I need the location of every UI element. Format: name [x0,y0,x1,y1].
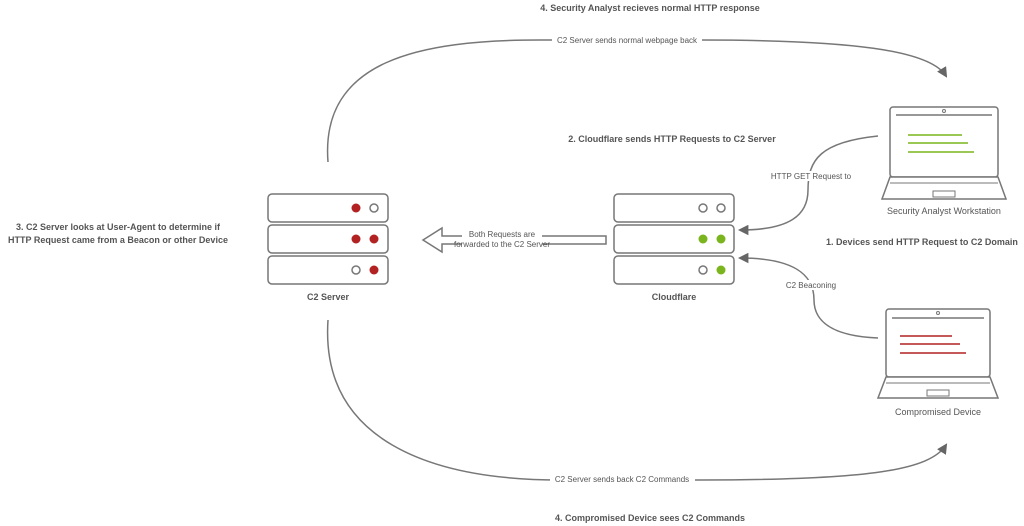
status-led-green [716,234,726,244]
status-led-off [369,203,379,213]
node-label-compromised: Compromised Device [895,407,981,417]
edge-label-bg [550,474,695,484]
edge-label-bg [780,280,842,290]
edge-label-bg [766,171,856,181]
node-label-analyst: Security Analyst Workstation [887,206,1001,216]
edge-label-bottom-arc: C2 Server sends back C2 Commands [555,475,689,484]
status-led-green [716,265,726,275]
step3-label-line2: HTTP Request came from a Beacon or other… [8,235,228,245]
status-led-red [351,203,361,213]
step3-label-line1: 3. C2 Server looks at User-Agent to dete… [16,222,221,232]
status-led-off [698,265,708,275]
edge-label-forward-line2: forwarded to the C2 Server [454,240,550,249]
edge-label-top-arc: C2 Server sends normal webpage back [557,36,698,45]
laptop-icon-compromised [876,308,1000,399]
edge-beaconing [737,252,879,339]
edge-bottom-arc [326,319,948,481]
step1-label: 1. Devices send HTTP Request to C2 Domai… [826,237,1018,247]
step2-label: 2. Cloudflare sends HTTP Requests to C2 … [568,134,776,144]
laptop-icon-analyst [880,106,1008,200]
status-led-off [351,265,361,275]
edge-label-bg [552,35,702,45]
edge-label-forward-line1: Both Requests are [469,230,536,239]
node-label-cloudflare: Cloudflare [652,292,697,302]
cloudflare-server-icon [613,193,735,285]
node-label-c2-server: C2 Server [307,292,350,302]
c2-server-icon [267,193,389,285]
edge-label-http-get: HTTP GET Request to [771,172,852,181]
heading-top: 4. Security Analyst recieves normal HTTP… [540,3,760,13]
edge-label-bg [462,229,542,251]
edge-http-get [737,135,879,236]
status-led-red [369,234,379,244]
status-led-off [716,203,726,213]
status-led-red [351,234,361,244]
status-led-red [369,265,379,275]
edge-label-beaconing: C2 Beaconing [786,281,836,290]
edge-top-arc [326,39,948,163]
status-led-off [698,203,708,213]
status-led-green [698,234,708,244]
heading-bottom: 4. Compromised Device sees C2 Commands [555,513,745,523]
